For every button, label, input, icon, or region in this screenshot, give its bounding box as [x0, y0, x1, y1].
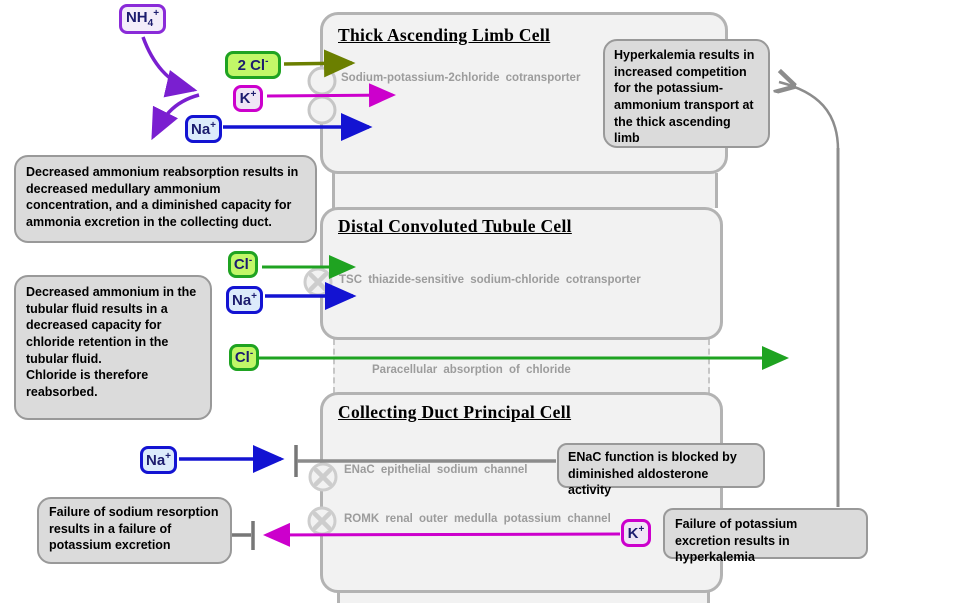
- nh4-ion-chip: NH4+: [119, 4, 166, 34]
- cl-ion-chip-paracellular: Cl-: [229, 344, 259, 371]
- callout-text: ENaC function is blocked by diminished a…: [568, 450, 737, 498]
- collecting-duct-principal-cell-box: [320, 392, 723, 593]
- tubule-connector-below-cd: [337, 592, 710, 603]
- tsc-cotransporter-label: TSC thiazide-sensitive sodium-chloride c…: [339, 274, 641, 286]
- na-ion-chip-tal: Na+: [185, 115, 222, 143]
- callout-sodium-resorption-failure: Failure of sodium resorption results in …: [37, 497, 232, 564]
- k-ion-chip-cd: K+: [621, 519, 651, 547]
- enac-channel-label: ENaC epithelial sodium channel: [344, 464, 528, 476]
- na-label: Na+: [190, 119, 217, 138]
- tal-cell-title: Thick Ascending Limb Cell: [338, 25, 551, 45]
- nh4-inflow-arrow: [141, 36, 198, 98]
- callout-text: Decreased ammonium in the tubular fluid …: [26, 285, 197, 366]
- cl-label: Cl-: [233, 255, 253, 274]
- 2cl-ion-chip-tal: 2 Cl-: [225, 51, 281, 79]
- callout-text: Chloride is therefore reabsorbed.: [26, 368, 149, 399]
- callout-text: Decreased ammonium reabsorption results …: [26, 165, 299, 229]
- callout-potassium-excretion-failure: Failure of potassium excretion results i…: [663, 508, 868, 564]
- cl-label: Cl-: [234, 348, 254, 367]
- callout-hyperkalemia-competition: Hyperkalemia results in increased compet…: [603, 39, 770, 148]
- 2cl-label: 2 Cl-: [237, 55, 269, 74]
- nkcc2-cotransporter-label: Sodium-potassium-2chloride cotransporter: [341, 72, 581, 84]
- k-label: K+: [239, 89, 257, 108]
- k-ion-chip-tal: K+: [233, 85, 263, 112]
- tubule-connector-tal-dct: [332, 173, 718, 208]
- callout-text: Hyperkalemia results in increased compet…: [614, 48, 755, 146]
- na-label: Na+: [231, 290, 258, 309]
- callout-text: Failure of potassium excretion results i…: [675, 517, 798, 565]
- paracellular-absorption-label: Paracellular absorption of chloride: [372, 364, 571, 376]
- romk-channel-label: ROMK renal outer medulla potassium chann…: [344, 513, 611, 525]
- paracellular-space: [333, 339, 710, 393]
- feedback-connector-curve-arrow: [779, 82, 840, 151]
- na-label: Na+: [145, 450, 172, 469]
- nh4-label: NH4+: [125, 8, 160, 29]
- cd-cell-title: Collecting Duct Principal Cell: [338, 402, 572, 422]
- callout-text: Failure of sodium resorption results in …: [49, 505, 219, 553]
- callout-ammonium-tubular-fluid: Decreased ammonium in the tubular fluid …: [14, 275, 212, 420]
- dct-cell-title: Distal Convoluted Tubule Cell: [338, 216, 572, 236]
- na-ion-chip-cd: Na+: [140, 446, 177, 474]
- callout-ammonium-reabsorption: Decreased ammonium reabsorption results …: [14, 155, 317, 243]
- distal-convoluted-tubule-cell-box: [320, 207, 723, 340]
- na-ion-chip-dct: Na+: [226, 286, 263, 314]
- k-label: K+: [627, 523, 645, 542]
- callout-enac-blocked: ENaC function is blocked by diminished a…: [557, 443, 765, 497]
- cl-ion-chip-dct: Cl-: [228, 251, 258, 278]
